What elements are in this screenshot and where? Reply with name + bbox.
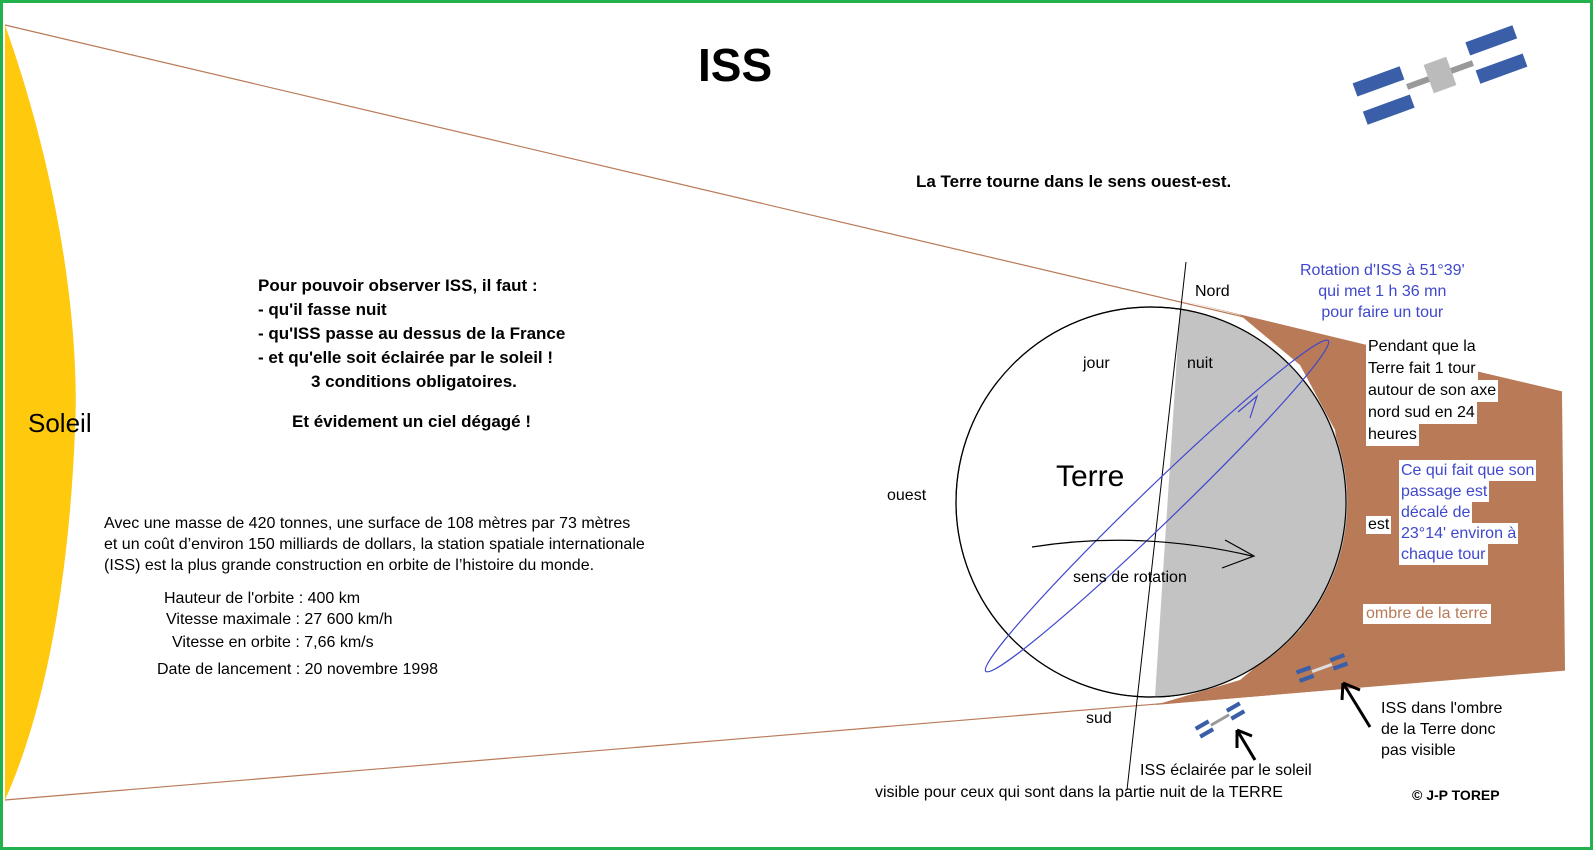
iss-lit-note-1: ISS éclairée par le soleil (1140, 762, 1312, 779)
fact-launch-date: Date de lancement : 20 novembre 1998 (157, 661, 439, 678)
label-nord: Nord (1195, 283, 1230, 300)
condition-line: 3 conditions obligatoires. (311, 372, 517, 391)
rotation-arrow (1031, 539, 1253, 557)
note-line: de la Terre donc (1381, 721, 1496, 738)
label-sud: sud (1086, 710, 1112, 727)
label-rotation: sens de rotation (1073, 569, 1187, 586)
fact-orbit-height: Hauteur de l'orbite : 400 km (164, 590, 361, 607)
note-line: ISS dans l'ombre (1381, 700, 1503, 717)
note-line: heures (1366, 424, 1419, 446)
description-line: Avec une masse de 420 tonnes, une surfac… (104, 515, 631, 532)
iss-icon-top (1352, 25, 1528, 125)
note-line: Rotation d'ISS à 51°39' (1300, 262, 1465, 279)
shift-note: Ce qui fait que son passage est décalé d… (1399, 460, 1537, 565)
iss-icon-shadow (1295, 653, 1349, 683)
description-line: (ISS) est la plus grande construction en… (104, 557, 595, 574)
conditions: Pour pouvoir observer ISS, il faut : - q… (258, 274, 565, 434)
sun-ray-bottom (4, 669, 1566, 801)
label-ouest: ouest (887, 487, 927, 504)
note-line: 23°14' environ à (1399, 523, 1519, 544)
condition-line: Et évidement un ciel dégagé ! (292, 412, 532, 431)
note-line: chaque tour (1399, 544, 1488, 565)
note-line: nord sud en 24 (1366, 402, 1477, 424)
iss-orbit (984, 339, 1330, 673)
iss-icon-lit (1194, 701, 1246, 739)
note-line: passage est (1399, 481, 1490, 502)
note-line: qui met 1 h 36 mn (1318, 283, 1447, 300)
label-est: est (1366, 516, 1392, 534)
note-line: décalé de (1399, 502, 1473, 523)
note-line: Terre fait 1 tour (1366, 358, 1478, 380)
day-note: Pendant que la Terre fait 1 tour autour … (1366, 336, 1499, 446)
description: Avec une masse de 420 tonnes, une surfac… (104, 513, 645, 576)
subtitle: La Terre tourne dans le sens ouest-est. (916, 172, 1232, 191)
note-line: Pendant que la (1366, 336, 1478, 358)
description-line: et un coût d’environ 150 milliards de do… (104, 536, 645, 553)
note-line: pas visible (1381, 742, 1456, 759)
arrow-lit-iss (1235, 728, 1257, 761)
iss-lit-note-2: visible pour ceux qui sont dans la parti… (875, 784, 1283, 801)
label-nuit: nuit (1187, 355, 1213, 372)
iss-shadow-note: ISS dans l'ombre de la Terre donc pas vi… (1381, 698, 1502, 761)
earth-night-side (1155, 309, 1348, 697)
note-line: Ce qui fait que son (1399, 460, 1537, 481)
label-jour: jour (1083, 355, 1110, 372)
condition-line: - qu'il fasse nuit (258, 300, 387, 319)
sun (5, 25, 76, 800)
sun-ray-top (4, 24, 1563, 393)
arrow-shadow-iss (1340, 681, 1372, 728)
fact-max-speed: Vitesse maximale : 27 600 km/h (166, 611, 393, 628)
label-terre: Terre (1056, 460, 1125, 493)
earth-axis (1126, 261, 1187, 791)
orbit-note: Rotation d'ISS à 51°39' qui met 1 h 36 m… (1300, 260, 1465, 323)
fact-orbit-speed: Vitesse en orbite : 7,66 km/s (172, 634, 374, 651)
page-title: ISS (698, 39, 773, 91)
shadow-label: ombre de la terre (1363, 604, 1491, 624)
sun-label: Soleil (28, 408, 92, 438)
copyright: © J-P TOREP (1412, 787, 1500, 803)
condition-line: - et qu'elle soit éclairée par le soleil… (258, 348, 554, 367)
condition-line: Pour pouvoir observer ISS, il faut : (258, 276, 538, 295)
note-line: pour faire un tour (1321, 304, 1444, 321)
note-line: autour de son axe (1366, 380, 1499, 402)
condition-line: - qu'ISS passe au dessus de la France (258, 324, 566, 343)
orbit-arrow (1237, 394, 1259, 419)
